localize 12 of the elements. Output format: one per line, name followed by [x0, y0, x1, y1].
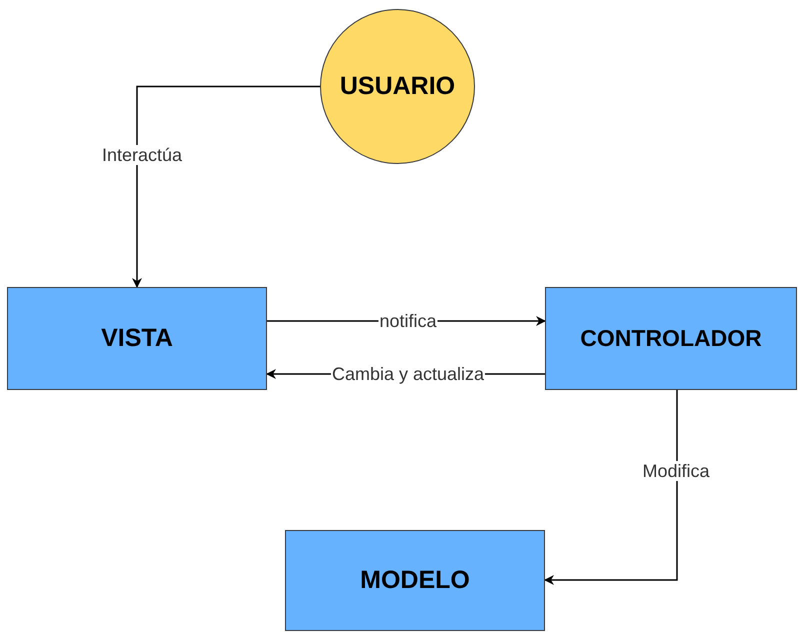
process-box [285, 530, 545, 631]
process-box [545, 287, 797, 390]
node-label: CONTROLADOR [580, 325, 762, 352]
process-box [7, 287, 267, 390]
arrow [544, 390, 678, 585]
node-label: USUARIO [340, 72, 456, 101]
node-label: MODELO [360, 566, 470, 595]
arrow [132, 86, 320, 288]
edge-label: Cambia y actualiza [330, 364, 486, 384]
edge-label: Modifica [641, 461, 711, 481]
edge-label: Interactúa [100, 145, 184, 165]
node-label: VISTA [101, 324, 173, 353]
